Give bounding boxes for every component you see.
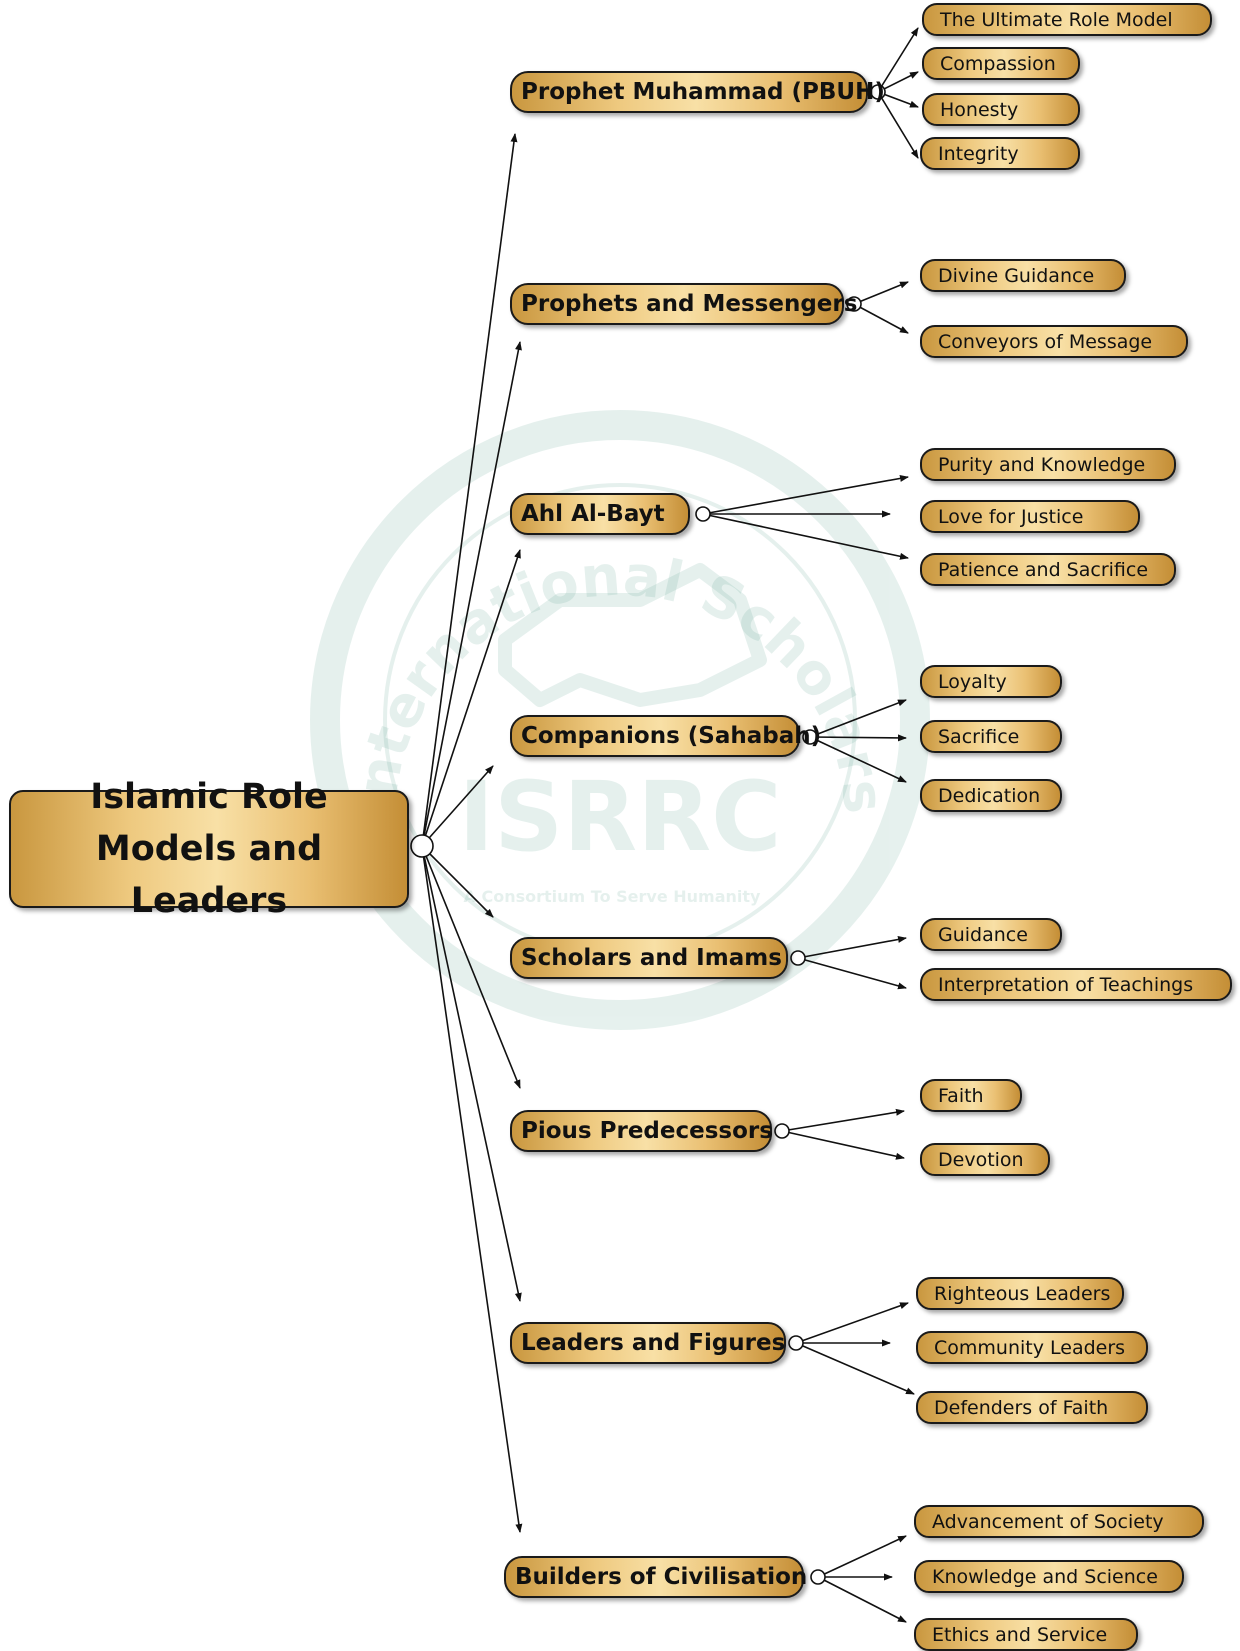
leaf-label: Love for Justice (938, 505, 1084, 528)
connector-hub (810, 1569, 826, 1585)
connector-arrow (797, 936, 907, 959)
connector-arrow (421, 845, 494, 918)
branch-label: Companions (Sahabah) (521, 723, 822, 749)
leaf-label: The Ultimate Role Model (940, 8, 1173, 31)
leaf-topic[interactable]: Interpretation of Teachings (920, 968, 1232, 1001)
leaf-label: Guidance (938, 923, 1028, 946)
connector-arrow (853, 303, 909, 334)
leaf-topic[interactable]: Devotion (920, 1143, 1050, 1176)
branch-label: Builders of Civilisation (515, 1564, 808, 1590)
leaf-topic[interactable]: Defenders of Faith (916, 1391, 1148, 1424)
connector-arrow (421, 765, 494, 847)
branch-builders-of-civilisation[interactable]: Builders of Civilisation (504, 1556, 808, 1598)
leaf-label: Interpretation of Teachings (938, 973, 1194, 996)
connector-arrow (795, 1302, 909, 1344)
connector-arrow (421, 133, 518, 847)
connector-arrow (809, 736, 907, 783)
leaf-topic[interactable]: Ethics and Service (914, 1618, 1138, 1651)
leaf-topic[interactable]: Dedication (920, 779, 1062, 812)
leaf-topic[interactable]: Love for Justice (920, 500, 1140, 533)
connector-arrow (817, 1535, 907, 1578)
branch-pious-predecessors[interactable]: Pious Predecessors (510, 1110, 773, 1152)
connector-hub (774, 1123, 790, 1139)
branch-label: Leaders and Figures (521, 1330, 786, 1356)
branch-label: Prophet Muhammad (PBUH) (521, 79, 885, 105)
leaf-topic[interactable]: Patience and Sacrifice (920, 553, 1176, 586)
leaf-label: Conveyors of Message (938, 330, 1153, 353)
branch-label: Pious Predecessors (521, 1118, 773, 1144)
leaf-topic[interactable]: Integrity (920, 137, 1080, 170)
leaf-label: Community Leaders (934, 1336, 1126, 1359)
leaf-topic[interactable]: Faith (920, 1079, 1022, 1112)
connector-hub (846, 296, 862, 312)
connector-arrow (421, 845, 522, 1302)
leaf-label: Purity and Knowledge (938, 453, 1146, 476)
connector-arrow (421, 549, 521, 847)
connector-arrow (781, 1108, 905, 1132)
leaf-topic[interactable]: Community Leaders (916, 1331, 1148, 1364)
connector-hub (802, 729, 818, 745)
leaf-label: Integrity (938, 142, 1019, 165)
leaf-label: Ethics and Service (932, 1623, 1108, 1646)
central-topic[interactable]: Islamic Role Models and Leaders (9, 777, 409, 921)
leaf-topic[interactable]: Purity and Knowledge (920, 448, 1176, 481)
connector-arrow (421, 845, 521, 1089)
branch-prophets-and-messengers[interactable]: Prophets and Messengers (510, 283, 857, 325)
branch-label: Prophets and Messengers (521, 291, 858, 317)
connector-arrow (877, 91, 919, 159)
branch-leaders-and-figures[interactable]: Leaders and Figures (510, 1322, 786, 1364)
leaf-topic[interactable]: Divine Guidance (920, 259, 1126, 292)
branch-label: Scholars and Imams (521, 945, 782, 971)
leaf-label: Knowledge and Science (932, 1565, 1158, 1588)
leaf-topic[interactable]: Conveyors of Message (920, 325, 1188, 358)
leaf-label: Righteous Leaders (934, 1282, 1111, 1305)
connector-hub (410, 834, 434, 858)
branch-label: Ahl Al-Bayt (521, 501, 665, 527)
connector-arrow (421, 341, 522, 847)
leaf-topic[interactable]: Righteous Leaders (916, 1277, 1124, 1310)
leaf-label: Advancement of Society (932, 1510, 1164, 1533)
leaf-label: Defenders of Faith (934, 1396, 1109, 1419)
branch-companions[interactable]: Companions (Sahabah) (510, 715, 821, 757)
branch-prophet-muhammad[interactable]: Prophet Muhammad (PBUH) (510, 71, 885, 113)
connector-arrow (809, 699, 907, 738)
connector-arrow (817, 1576, 907, 1623)
connector-hub (788, 1335, 804, 1351)
connector-arrow (781, 1130, 905, 1160)
connector-arrow (877, 27, 919, 93)
leaf-label: Compassion (940, 52, 1056, 75)
connector-arrow (702, 474, 909, 515)
connector-arrow (809, 734, 907, 742)
central-topic-label: Islamic Role Models and Leaders (90, 777, 328, 921)
leaf-label: Dedication (938, 784, 1041, 807)
leaf-topic[interactable]: The Ultimate Role Model (922, 3, 1212, 36)
connector-arrow (795, 1342, 915, 1395)
leaf-label: Honesty (940, 98, 1019, 121)
connector-arrow (421, 845, 523, 1533)
leaf-label: Loyalty (938, 670, 1007, 693)
connector-hub (695, 506, 711, 522)
connector-hub (790, 950, 806, 966)
leaf-label: Faith (938, 1084, 984, 1107)
leaf-topic[interactable]: Advancement of Society (914, 1505, 1204, 1538)
connector-arrow (853, 281, 909, 305)
leaf-topic[interactable]: Knowledge and Science (914, 1560, 1184, 1593)
leaf-topic[interactable]: Honesty (922, 93, 1080, 126)
leaf-label: Divine Guidance (938, 264, 1095, 287)
connector-hub (870, 84, 886, 100)
connector-arrow (797, 957, 907, 990)
branch-ahl-al-bayt[interactable]: Ahl Al-Bayt (510, 493, 690, 535)
leaf-topic[interactable]: Compassion (922, 47, 1080, 80)
leaf-topic[interactable]: Guidance (920, 918, 1062, 951)
connector-arrow (702, 513, 909, 560)
leaf-topic[interactable]: Sacrifice (920, 720, 1062, 753)
leaf-label: Sacrifice (938, 725, 1020, 748)
leaf-label: Devotion (938, 1148, 1024, 1171)
leaf-topic[interactable]: Loyalty (920, 665, 1062, 698)
leaf-label: Patience and Sacrifice (938, 558, 1149, 581)
branch-scholars-and-imams[interactable]: Scholars and Imams (510, 937, 788, 979)
